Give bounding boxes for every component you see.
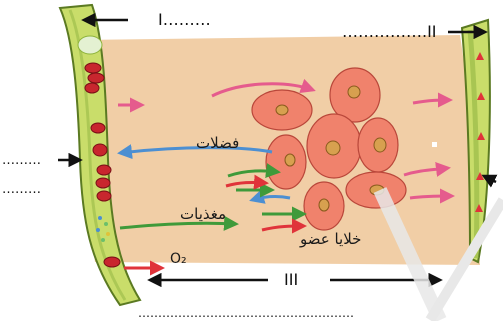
label-waste: فضلات: [196, 136, 239, 151]
label-organ-cells: خلايا عضو: [300, 232, 361, 247]
bottom-blank: ………………………………………………: [138, 307, 354, 319]
label-I: I………: [158, 12, 211, 28]
label-II: …………….II: [342, 24, 437, 40]
white-blood-cell: [78, 36, 102, 54]
label-nutrients: مغذيات: [180, 207, 226, 222]
left-blank-1: ………: [2, 154, 41, 167]
small-marker: [432, 142, 437, 147]
label-III: III: [284, 272, 298, 288]
left-blank-2: ………: [2, 183, 41, 196]
label-oxygen: O₂: [170, 252, 187, 266]
